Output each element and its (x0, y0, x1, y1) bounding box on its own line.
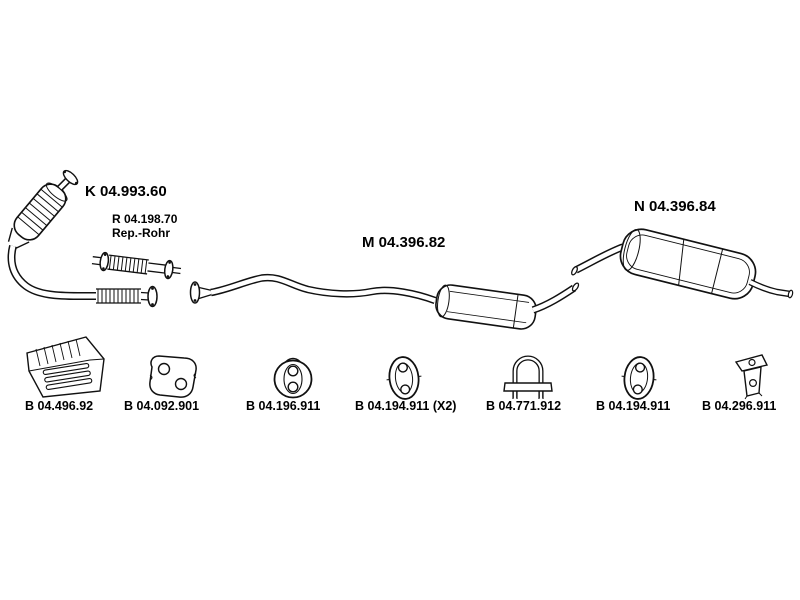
label-mounting-bracket: B 04.296.911 (702, 399, 777, 413)
rubber-mount-plate-drawing (149, 355, 197, 398)
label-oval-hanger: B 04.194.911 (X2) (355, 399, 457, 413)
label-middle-silencer: M 04.396.82 (362, 234, 446, 251)
label-oval-hanger-2: B 04.194.911 (596, 399, 671, 413)
mounting-bracket-drawing (734, 354, 769, 400)
label-ring-hanger: B 04.196.911 (246, 399, 321, 413)
middle-silencer-drawing (189, 273, 580, 330)
label-rubber-mount-plate: B 04.092.901 (124, 399, 200, 413)
oval-hanger-2-drawing (621, 356, 657, 400)
oval-hanger-drawing (386, 356, 422, 400)
pipe-clamp-drawing (503, 355, 553, 399)
label-catalytic-converter: K 04.993.60 (85, 183, 167, 200)
repair-pipe-drawing (91, 251, 182, 280)
ring-hanger-drawing (273, 357, 313, 399)
label-pipe-clamp: B 04.771.912 (486, 399, 562, 413)
label-rear-silencer: N 04.396.84 (634, 198, 716, 215)
rear-silencer-drawing (571, 228, 794, 300)
label-repair-pipe-name: Rep.-Rohr (112, 226, 170, 240)
label-heat-shield: B 04.496.92 (25, 399, 94, 413)
catalytic-converter-drawing (7, 169, 158, 308)
label-repair-pipe-number: R 04.198.70 (112, 212, 178, 226)
heat-shield-drawing (26, 336, 105, 398)
